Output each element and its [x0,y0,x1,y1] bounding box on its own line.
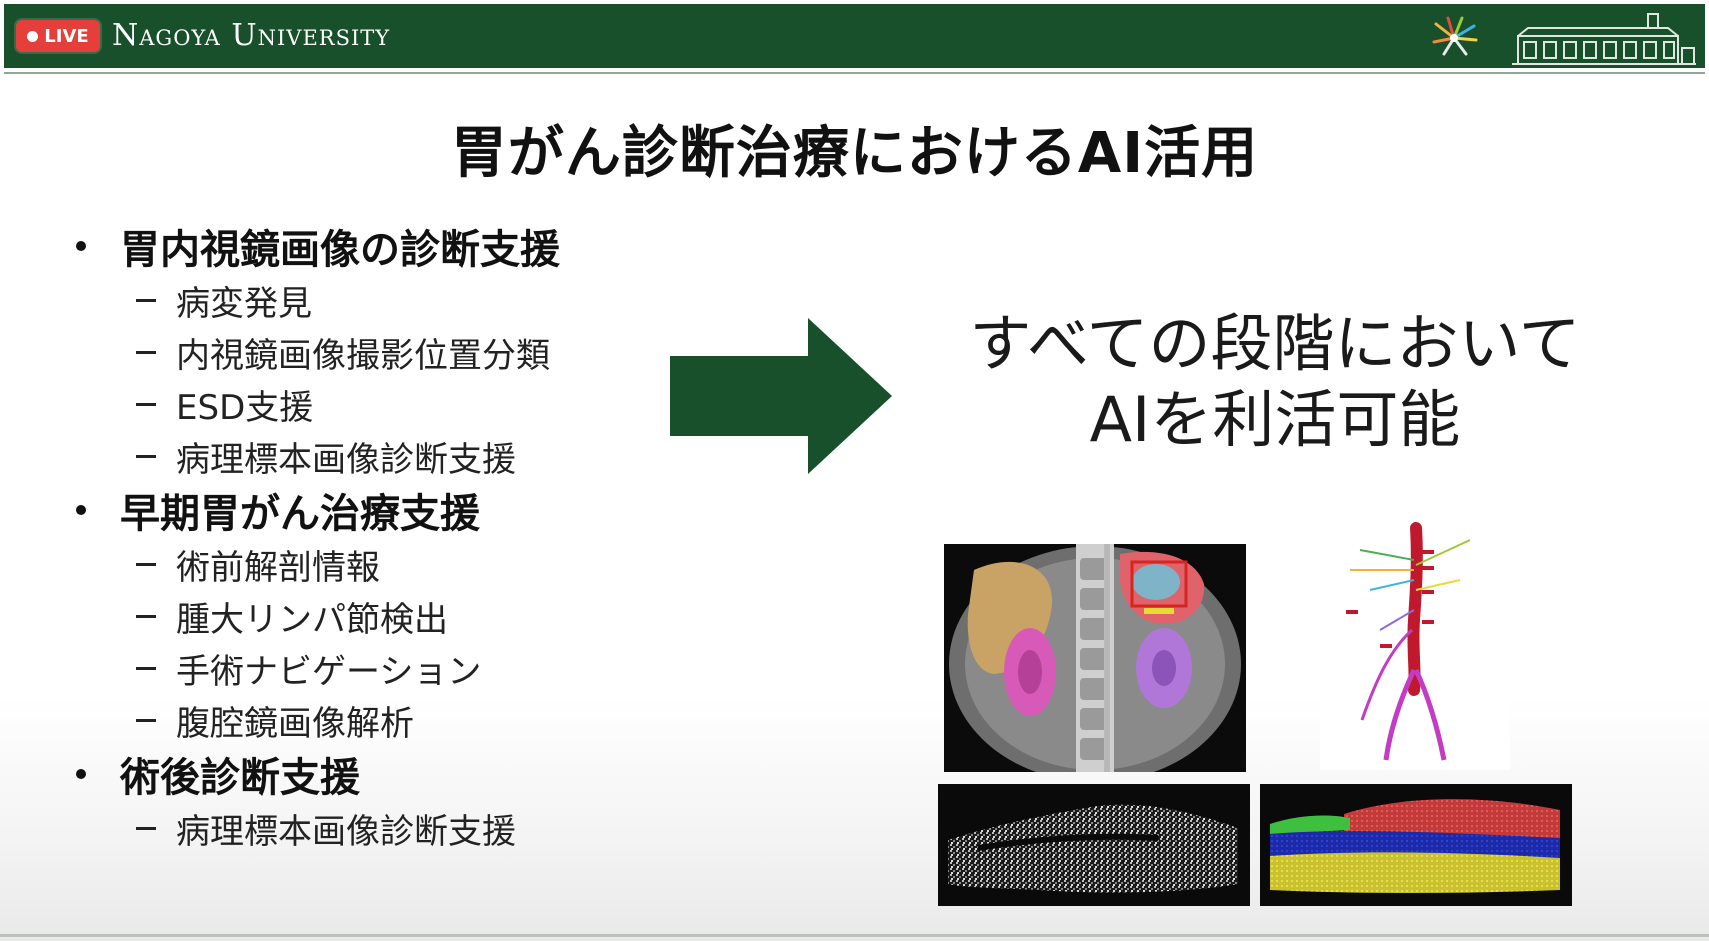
bullet-dot-icon [76,241,86,251]
bullet-heading-row: 術後診断支援 [70,746,690,802]
dash-icon [136,350,156,354]
bullet-heading: 早期胃がん治療支援 [120,491,480,537]
slide-title: 胃がん診断治療におけるAI活用 [450,121,1259,186]
sub-item-label: 腫大リンパ節検出 [176,599,448,640]
dash-icon [136,402,156,406]
dash-icon [136,298,156,302]
dash-icon [136,454,156,458]
sub-item-label: 病変発見 [176,283,312,324]
vessel-tree-image [1320,520,1510,770]
dash-icon [136,562,156,566]
conclusion-line-1: すべての段階において [969,307,1581,380]
dash-icon [136,666,156,670]
live-badge[interactable]: LIVE [16,20,100,52]
header-divider [4,72,1705,74]
sub-item-label: 手術ナビゲーション [176,651,482,692]
university-building-icon [1512,13,1696,65]
sub-item: 術前解剖情報 [70,538,690,590]
bullet-dot-icon [76,505,86,515]
sub-item: 手術ナビゲーション [70,642,690,694]
bottom-divider [0,934,1709,937]
bullet-heading: 術後診断支援 [120,755,360,801]
sub-item: 病理標本画像診断支援 [70,430,690,482]
sub-item: 内視鏡画像撮影位置分類 [70,326,690,378]
dash-icon [136,614,156,618]
conclusion-line-2: AIを利活可能 [1089,383,1461,456]
sub-item: 病変発見 [70,274,690,326]
right-arrow-icon [670,318,892,474]
section-early-treatment: 早期胃がん治療支援 術前解剖情報 腫大リンパ節検出 手術ナビゲーション 腹腔鏡画… [70,482,690,746]
bullet-heading: 胃内視鏡画像の診断支援 [120,227,560,273]
ct-segmentation-image [944,544,1246,772]
live-dot-icon [27,30,39,42]
pathology-segmentation-image [1260,784,1572,906]
sub-item-label: ESD支援 [176,387,314,428]
bullet-heading-row: 胃内視鏡画像の診断支援 [70,218,690,274]
sub-item-label: 病理標本画像診断支援 [176,439,516,480]
sub-item-label: 術前解剖情報 [176,547,380,588]
section-endoscopy: 胃内視鏡画像の診断支援 病変発見 内視鏡画像撮影位置分類 ESD支援 病理標本画… [70,218,690,482]
university-name: Nagoya University [112,18,391,53]
header-bar [4,4,1705,68]
section-postop: 術後診断支援 病理標本画像診断支援 [70,746,690,854]
bullet-dot-icon [76,769,86,779]
bullet-list: 胃内視鏡画像の診断支援 病変発見 内視鏡画像撮影位置分類 ESD支援 病理標本画… [70,218,690,854]
sub-item: ESD支援 [70,378,690,430]
pathology-grayscale-image [938,784,1250,906]
conclusion-text: すべての段階において AIを利活可能 [900,306,1650,458]
palm-logo-icon [1432,16,1478,56]
sub-item-label: 病理標本画像診断支援 [176,811,516,852]
dash-icon [136,718,156,722]
sub-item-label: 内視鏡画像撮影位置分類 [176,335,550,376]
sub-item: 腫大リンパ節検出 [70,590,690,642]
dash-icon [136,826,156,830]
bullet-heading-row: 早期胃がん治療支援 [70,482,690,538]
live-badge-label: LIVE [44,25,89,47]
sub-item-label: 腹腔鏡画像解析 [176,703,414,744]
sub-item: 腹腔鏡画像解析 [70,694,690,746]
sub-item: 病理標本画像診断支援 [70,802,690,854]
